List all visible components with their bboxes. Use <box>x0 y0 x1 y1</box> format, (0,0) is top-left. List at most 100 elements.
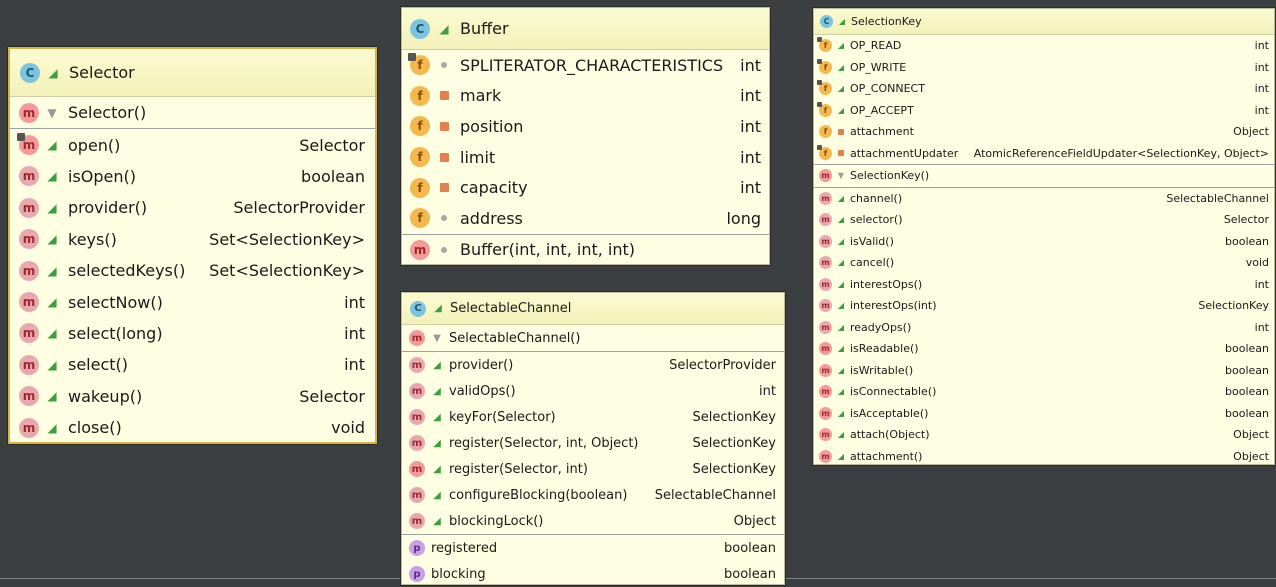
member-name: attachment <box>850 125 914 139</box>
member-name: select() <box>68 355 129 375</box>
method-row[interactable]: m ◢ configureBlocking(boolean) Selectabl… <box>402 482 784 508</box>
fields-section: f SPLITERATOR_CHARACTERISTICS int f mark… <box>402 50 769 235</box>
method-row[interactable]: m ◢ selector() Selector <box>814 209 1274 231</box>
method-row[interactable]: m ◢ cancel() void <box>814 252 1274 274</box>
method-row[interactable]: m ◢ blockingLock() Object <box>402 508 784 534</box>
method-row[interactable]: m ◢ isValid() boolean <box>814 231 1274 253</box>
method-row[interactable]: m ◢ isReadable() boolean <box>814 338 1274 360</box>
selection-key-class-card[interactable]: C ◢ SelectionKey f ◢ OP_READ int f ◢ OP_… <box>813 8 1275 465</box>
abstract-method-icon: m <box>819 320 832 334</box>
class-header[interactable]: C ◢ SelectableChannel <box>402 293 784 325</box>
method-row[interactable]: m ◢ select() int <box>10 349 375 380</box>
public-visibility-icon: ◢ <box>47 200 57 215</box>
method-row[interactable]: m ◢ select(long) int <box>10 318 375 349</box>
class-header[interactable]: C ◢ SelectionKey <box>814 9 1274 35</box>
method-row[interactable]: m ◢ register(Selector, int) SelectionKey <box>402 456 784 482</box>
method-row[interactable]: m ◢ register(Selector, int, Object) Sele… <box>402 430 784 456</box>
buffer-class-card[interactable]: C ◢ Buffer f SPLITERATOR_CHARACTERISTICS… <box>401 7 770 265</box>
method-row[interactable]: m ◢ open() Selector <box>10 129 375 160</box>
member-name: keyFor(Selector) <box>449 409 556 425</box>
method-row[interactable]: m ◢ readyOps() int <box>814 317 1274 339</box>
method-row[interactable]: m ◢ isAcceptable() boolean <box>814 403 1274 425</box>
method-row[interactable]: m ◢ provider() SelectorProvider <box>10 192 375 223</box>
method-row[interactable]: m ◢ isWritable() boolean <box>814 360 1274 382</box>
field-row[interactable]: f ◢ OP_ACCEPT int <box>814 100 1274 122</box>
public-visibility-icon: ◢ <box>837 430 845 440</box>
constructor-row[interactable]: m ▼ Selector() <box>10 97 375 128</box>
field-row[interactable]: f mark int <box>402 81 769 112</box>
field-row[interactable]: f address long <box>402 203 769 234</box>
field-row[interactable]: f ◢ OP_CONNECT int <box>814 78 1274 100</box>
abstract-method-icon: m <box>19 260 39 281</box>
method-row[interactable]: m ◢ interestOps(int) SelectionKey <box>814 295 1274 317</box>
method-row[interactable]: m ◢ interestOps() int <box>814 274 1274 296</box>
member-type: boolean <box>1225 406 1269 420</box>
method-row[interactable]: m ◢ keys() Set<SelectionKey> <box>10 224 375 255</box>
public-visibility-icon: ◢ <box>439 21 449 36</box>
member-type: SelectableChannel <box>654 487 776 503</box>
class-header[interactable]: C ◢ Buffer <box>402 8 769 50</box>
member-type: int <box>344 355 365 375</box>
selectable-channel-class-card[interactable]: C ◢ SelectableChannel m ▼ SelectableChan… <box>401 292 785 585</box>
abstract-method-icon: m <box>19 354 39 375</box>
class-title: Buffer <box>460 19 509 38</box>
method-row[interactable]: m ◢ validOps() int <box>402 378 784 404</box>
member-type: SelectorProvider <box>669 357 776 373</box>
static-field-icon: f <box>817 58 832 74</box>
field-row[interactable]: f ◢ OP_WRITE int <box>814 57 1274 79</box>
field-row[interactable]: f attachmentUpdater AtomicReferenceField… <box>814 143 1274 165</box>
method-icon: m <box>19 102 39 123</box>
property-row[interactable]: p registered boolean <box>402 535 784 561</box>
field-row[interactable]: f SPLITERATOR_CHARACTERISTICS int <box>402 50 769 81</box>
abstract-method-icon: m <box>19 386 39 407</box>
field-row[interactable]: f limit int <box>402 142 769 173</box>
field-row[interactable]: f capacity int <box>402 172 769 203</box>
method-row[interactable]: m ◢ isOpen() boolean <box>10 161 375 192</box>
constructor-row[interactable]: m ▼ SelectionKey() <box>814 165 1274 187</box>
member-name: OP_CONNECT <box>850 82 925 96</box>
fields-section: f ◢ OP_READ int f ◢ OP_WRITE int f ◢ OP_… <box>814 35 1274 165</box>
class-header[interactable]: C ◢ Selector <box>10 49 375 97</box>
constructor-row[interactable]: m ▼ SelectableChannel() <box>402 325 784 351</box>
member-type: int <box>1254 60 1269 74</box>
method-row[interactable]: m ◢ keyFor(Selector) SelectionKey <box>402 404 784 430</box>
method-row[interactable]: m ◢ attachment() Object <box>814 446 1274 465</box>
field-row[interactable]: f attachment Object <box>814 121 1274 143</box>
selector-class-card[interactable]: C ◢ Selector m ▼ Selector() m ◢ open() S… <box>8 47 377 444</box>
public-visibility-icon: ◢ <box>837 322 845 332</box>
member-name: SelectionKey() <box>850 169 930 183</box>
member-type: Object <box>1233 449 1269 463</box>
public-visibility-icon: ◢ <box>47 357 57 372</box>
public-visibility-icon: ◢ <box>433 489 441 501</box>
method-icon: m <box>819 428 832 442</box>
member-name: position <box>460 116 524 136</box>
abstract-method-icon: m <box>409 383 425 399</box>
static-field-icon: f <box>817 144 832 160</box>
package-private-icon <box>437 62 451 69</box>
method-row[interactable]: m ◢ wakeup() Selector <box>10 381 375 412</box>
method-row[interactable]: m ◢ selectedKeys() Set<SelectionKey> <box>10 255 375 286</box>
field-row[interactable]: f position int <box>402 111 769 142</box>
member-type: Selector <box>299 135 365 155</box>
public-visibility-icon: ◢ <box>47 138 57 153</box>
method-row[interactable]: m ◢ provider() SelectorProvider <box>402 352 784 378</box>
constructor-row[interactable]: m Buffer(int, int, int, int) <box>402 235 769 264</box>
method-row[interactable]: m ◢ close() void <box>10 412 375 442</box>
method-row[interactable]: m ◢ selectNow() int <box>10 286 375 317</box>
method-row[interactable]: m ◢ isConnectable() boolean <box>814 381 1274 403</box>
method-row[interactable]: m ◢ channel() SelectableChannel <box>814 188 1274 210</box>
constructor-pin-icon: ▼ <box>433 332 441 344</box>
abstract-method-icon: m <box>19 166 39 187</box>
class-icon: C <box>410 18 430 39</box>
method-icon: m <box>819 363 832 377</box>
method-row[interactable]: m ◢ attach(Object) Object <box>814 424 1274 446</box>
field-row[interactable]: f ◢ OP_READ int <box>814 35 1274 57</box>
method-icon: m <box>819 406 832 420</box>
field-icon: f <box>819 125 832 139</box>
public-visibility-icon: ◢ <box>837 62 845 72</box>
member-type: int <box>740 116 761 136</box>
abstract-method-icon: m <box>819 277 832 291</box>
public-visibility-icon: ◢ <box>48 65 58 80</box>
member-name: OP_ACCEPT <box>850 103 914 117</box>
property-row[interactable]: p blocking boolean <box>402 561 784 584</box>
